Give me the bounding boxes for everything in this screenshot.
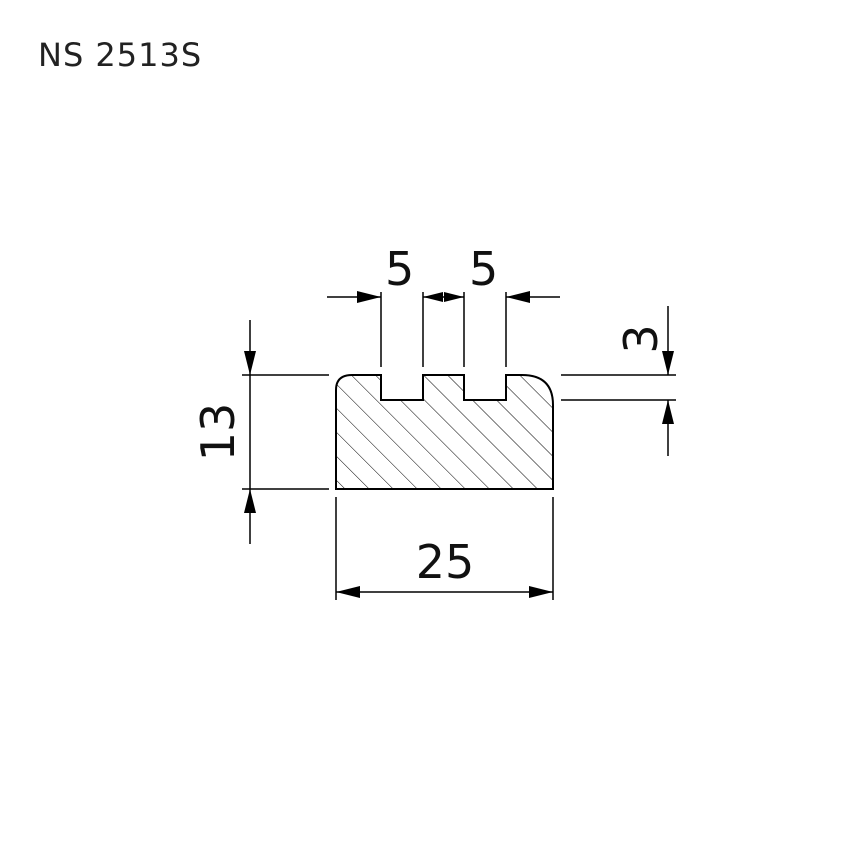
groove-dimension-line: [327, 291, 560, 303]
depth-dimension-line: [662, 306, 674, 456]
height-label: 13: [191, 403, 245, 462]
groove-extension-lines: [380, 292, 507, 367]
groove-width-left-label: 5: [385, 242, 414, 296]
width-extension-lines: [335, 497, 554, 600]
width-label: 25: [416, 535, 475, 589]
height-dimension-line: [244, 320, 256, 544]
height-extension-lines: [242, 374, 329, 490]
groove-width-right-label: 5: [469, 242, 498, 296]
depth-extension-lines: [561, 374, 676, 401]
profile-outline: [335, 374, 554, 490]
width-dimension-line: [336, 586, 553, 598]
groove-depth-label: 3: [614, 324, 668, 353]
drawing-title: NS 2513S: [38, 36, 203, 74]
